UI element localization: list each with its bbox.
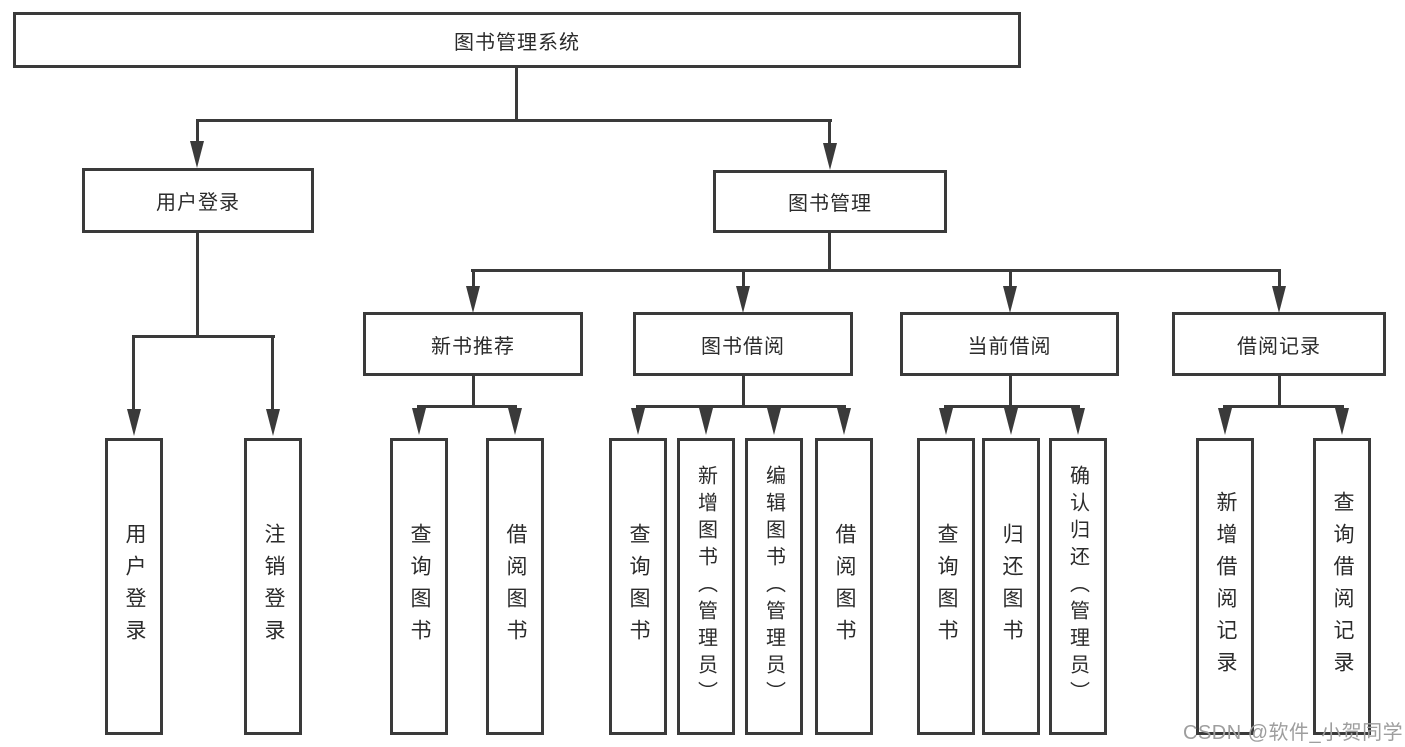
arrowhead-icon [631, 408, 645, 435]
leaf-return-books: 归还图书 [982, 438, 1040, 735]
arrowhead-icon [190, 141, 204, 168]
leaf-label: 新增借阅记录 [1214, 490, 1237, 683]
arrowhead-icon [736, 286, 750, 313]
connector-line [1009, 269, 1012, 288]
leaf-label: 编辑图书（管理员） [762, 465, 785, 708]
arrowhead-icon [767, 408, 781, 435]
arrowhead-icon [1272, 286, 1286, 313]
connector-line [271, 335, 274, 411]
leaf-label: 借阅图书 [504, 522, 527, 651]
leaf-user-login: 用户登录 [105, 438, 163, 735]
connector-line [828, 233, 831, 271]
watermark: CSDN @软件_小贺同学 [1183, 722, 1404, 744]
node-user-login: 用户登录 [82, 168, 314, 233]
connector-line [1278, 269, 1281, 288]
arrowhead-icon [266, 409, 280, 436]
arrowhead-icon [1003, 286, 1017, 313]
leaf-label: 查询图书 [627, 522, 650, 651]
connector-line [515, 68, 518, 121]
arrowhead-icon [699, 408, 713, 435]
connector-line [471, 269, 1281, 272]
arrowhead-icon [127, 409, 141, 436]
arrowhead-icon [1071, 408, 1085, 435]
node-borrowing-records: 借阅记录 [1172, 312, 1386, 376]
arrowhead-icon [508, 408, 522, 435]
leaf-query-books-borrowing: 查询图书 [609, 438, 667, 735]
arrowhead-icon [466, 286, 480, 313]
connector-line [742, 269, 745, 288]
connector-line [742, 375, 745, 408]
leaf-borrow-books-recommend: 借阅图书 [486, 438, 544, 735]
connector-line [132, 335, 135, 411]
arrowhead-icon [1004, 408, 1018, 435]
connector-line [196, 233, 199, 337]
leaf-add-book-admin: 新增图书（管理员） [677, 438, 735, 735]
leaf-label: 归还图书 [1000, 522, 1023, 651]
leaf-edit-book-admin: 编辑图书（管理员） [745, 438, 803, 735]
leaf-query-books-current: 查询图书 [917, 438, 975, 735]
connector-line [1223, 405, 1344, 408]
node-library-system: 图书管理系统 [13, 12, 1021, 68]
connector-line [944, 405, 1080, 408]
leaf-label: 用户登录 [123, 522, 146, 651]
connector-line [636, 405, 846, 408]
arrowhead-icon [939, 408, 953, 435]
connector-line [472, 269, 475, 288]
leaf-label: 查询图书 [935, 522, 958, 651]
leaf-label: 查询图书 [408, 522, 431, 651]
connector-line [472, 375, 475, 408]
leaf-label: 确认归还（管理员） [1066, 465, 1089, 708]
leaf-query-books-recommend: 查询图书 [390, 438, 448, 735]
connector-line [196, 119, 832, 122]
arrowhead-icon [1335, 408, 1349, 435]
leaf-query-borrow-record: 查询借阅记录 [1313, 438, 1371, 735]
node-book-borrowing: 图书借阅 [633, 312, 853, 376]
leaf-label: 新增图书（管理员） [694, 465, 717, 708]
connector-line [1278, 375, 1281, 408]
node-new-book-recommendation: 新书推荐 [363, 312, 583, 376]
arrowhead-icon [823, 143, 837, 170]
leaf-add-borrow-record: 新增借阅记录 [1196, 438, 1254, 735]
arrowhead-icon [412, 408, 426, 435]
node-current-borrowing: 当前借阅 [900, 312, 1119, 376]
leaf-confirm-return-admin: 确认归还（管理员） [1049, 438, 1107, 735]
arrowhead-icon [837, 408, 851, 435]
leaf-logout: 注销登录 [244, 438, 302, 735]
leaf-borrow-books-borrowing: 借阅图书 [815, 438, 873, 735]
arrowhead-icon [1218, 408, 1232, 435]
connector-line [196, 119, 199, 146]
connector-line [132, 335, 275, 338]
leaf-label: 查询借阅记录 [1331, 490, 1354, 683]
leaf-label: 借阅图书 [833, 522, 856, 651]
connector-line [1009, 375, 1012, 408]
node-book-management: 图书管理 [713, 170, 947, 233]
connector-line [828, 119, 831, 146]
connector-line [417, 405, 517, 408]
leaf-label: 注销登录 [262, 522, 285, 651]
